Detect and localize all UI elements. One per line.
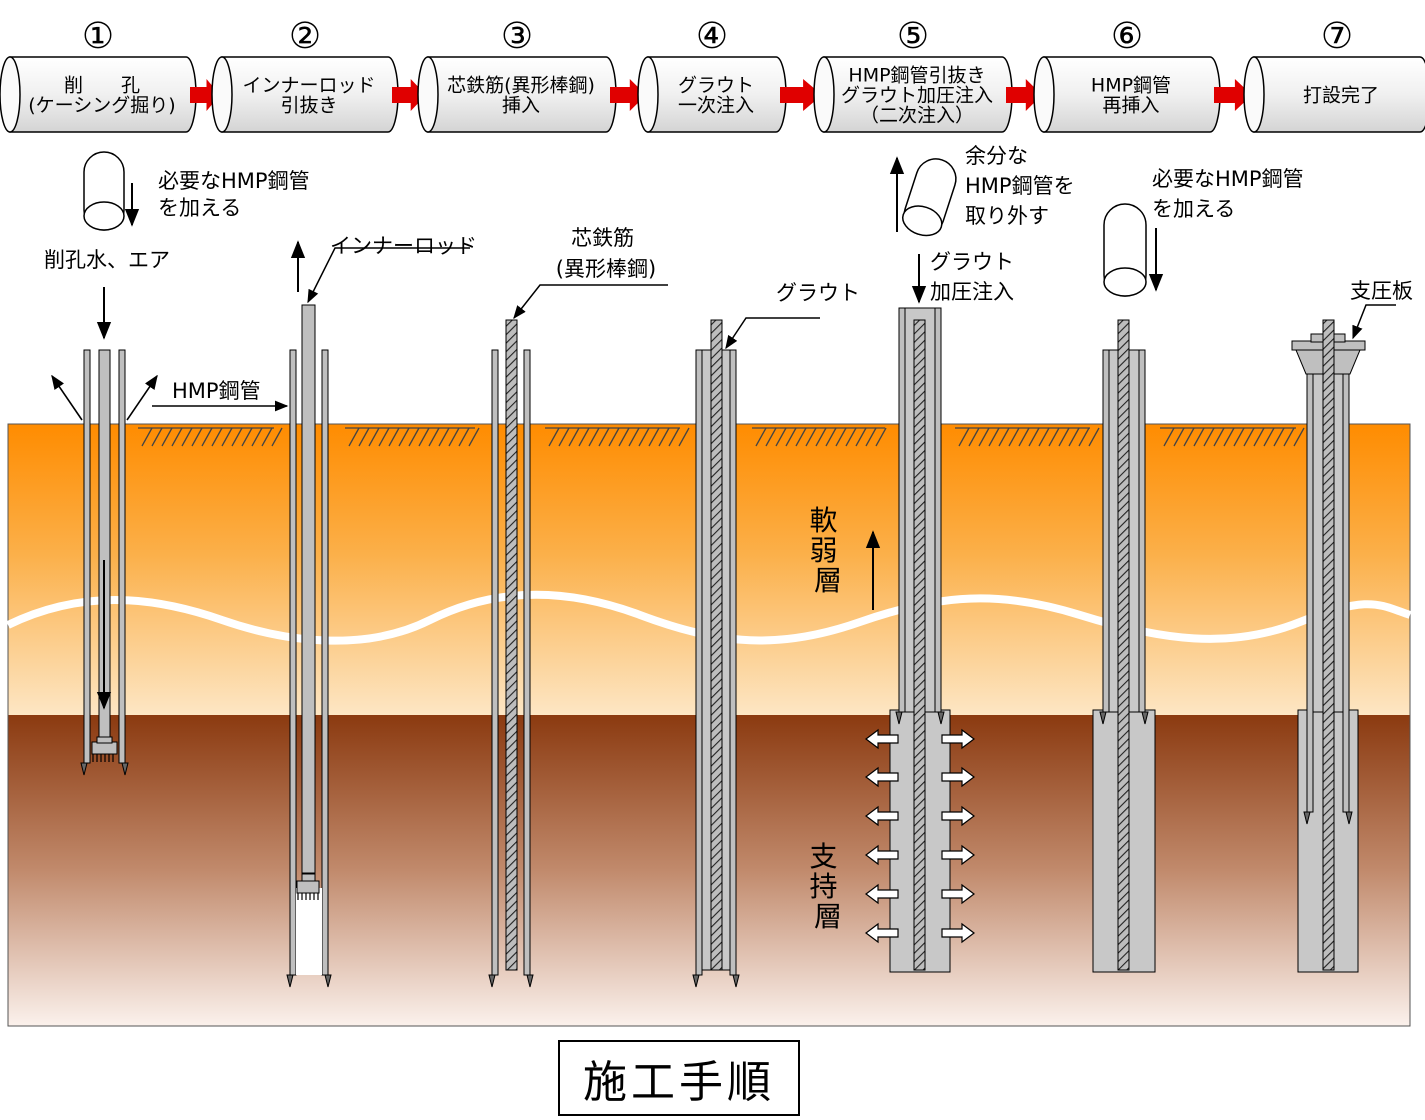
water-air-label: 削孔水、エア — [44, 248, 170, 272]
step-2: ② インナーロッド引抜き — [211, 16, 399, 133]
outward-arrow-left — [865, 805, 899, 827]
step-label: 打設完了 — [1303, 85, 1379, 107]
pipe-tip — [937, 711, 945, 725]
step-number: ② — [289, 16, 321, 57]
step-label: 芯鉄筋(異形棒鋼)挿入 — [447, 75, 595, 117]
pipe-tip — [286, 974, 294, 988]
step-cylinder-end — [211, 56, 233, 133]
flow-arrow — [610, 79, 646, 111]
step-number: ④ — [696, 16, 728, 57]
pressure-arrows — [865, 728, 975, 944]
pipe-tip — [692, 974, 700, 988]
step-cylinder-end — [637, 56, 659, 133]
step-label: HMP鋼管再挿入 — [1091, 75, 1171, 117]
hmp-pipe-label: HMP鋼管 — [172, 379, 261, 403]
pipe-tip — [1141, 711, 1149, 725]
step-number: ⑤ — [897, 16, 929, 57]
labels: 必要なHMP鋼管 を加える 削孔水、エア HMP鋼管 インナーロッド 芯鉄筋 (… — [44, 144, 1413, 933]
step-7: ⑦ 打設完了 — [1243, 16, 1425, 133]
outward-arrow-left — [865, 883, 899, 905]
pipe-tip — [121, 762, 129, 776]
step-5: ⑤ HMP鋼管引抜きグラウト加圧注入（二次注入） — [813, 16, 1013, 133]
pipe-tip — [1303, 811, 1311, 825]
outward-arrow-right — [941, 922, 975, 944]
column-2-inner-rod — [152, 240, 470, 976]
step-cylinder-end — [1243, 56, 1265, 133]
outward-arrow-right — [941, 805, 975, 827]
outward-arrow-right — [941, 766, 975, 788]
step-cylinder-end — [1033, 56, 1055, 133]
column-6-reinsert — [1092, 203, 1164, 973]
column-7-complete — [1291, 304, 1396, 973]
soft-layer-label: 軟 弱 層 — [810, 504, 847, 597]
pipe-tip — [488, 974, 496, 988]
flow-arrow — [1006, 79, 1042, 111]
removed-pipe — [902, 158, 957, 237]
outward-arrow-right — [941, 728, 975, 750]
step-number: ③ — [501, 16, 533, 57]
step-number: ⑦ — [1321, 16, 1353, 57]
flow-arrow — [780, 79, 822, 111]
core-rebar-label: 芯鉄筋 (異形棒鋼) — [556, 226, 656, 281]
title-box: 施工手順 — [558, 1040, 800, 1116]
grout-pressure-label: グラウト 加圧注入 — [930, 250, 1021, 304]
inner-rod-label: インナーロッド — [330, 234, 477, 258]
step-number: ① — [82, 16, 114, 57]
outward-arrow-right — [941, 844, 975, 866]
step-4: ④ グラウト一次注入 — [637, 16, 787, 133]
add-pipe-label-6: 必要なHMP鋼管 を加える — [1152, 167, 1310, 221]
page-title: 施工手順 — [583, 1057, 775, 1108]
pipe-tip — [324, 974, 332, 988]
bearing-layer-label: 支 持 層 — [810, 840, 847, 933]
remove-pipe-label: 余分な HMP鋼管を 取り外す — [965, 144, 1081, 228]
outward-arrow-left — [865, 728, 899, 750]
pipe-tip — [895, 711, 903, 725]
column-4-grout — [695, 317, 820, 976]
step-header: ① 削 孔(ケーシング掘り) ② インナーロッド引抜き ③ 芯鉄筋(異形棒鋼)挿入 ④ グラウ… — [0, 16, 1425, 133]
pipe-tips — [80, 711, 1353, 988]
ground-hatch-ticks — [141, 427, 1305, 447]
flow-arrow — [1214, 79, 1252, 111]
step-number: ⑥ — [1111, 16, 1143, 57]
outward-arrow-right — [941, 883, 975, 905]
step-3: ③ 芯鉄筋(異形棒鋼)挿入 — [417, 16, 617, 133]
pipe-tip — [1099, 711, 1107, 725]
step-label: インナーロッド引抜き — [242, 75, 375, 117]
outward-arrow-left — [865, 844, 899, 866]
break-line — [6, 590, 1412, 645]
step-label: 削 孔(ケーシング掘り) — [28, 75, 175, 117]
step-cylinder — [1253, 56, 1425, 133]
step-cylinder-end — [813, 56, 835, 133]
bearing-plate-label: 支圧板 — [1350, 279, 1413, 303]
column-5-pressure-grout — [865, 156, 975, 973]
grout-label: グラウト — [776, 281, 860, 305]
pipe-tip — [1345, 811, 1353, 825]
pipe-tip — [732, 974, 740, 988]
step-label: HMP鋼管引抜きグラウト加圧注入（二次注入） — [841, 65, 993, 127]
pipe-tip — [80, 762, 88, 776]
add-pipe-label-1: 必要なHMP鋼管 を加える — [158, 169, 316, 220]
step-label: グラウト一次注入 — [678, 75, 754, 117]
step-6: ⑥ HMP鋼管再挿入 — [1033, 16, 1221, 133]
step-cylinder-end — [0, 56, 21, 133]
step-cylinder-end — [417, 56, 439, 133]
outward-arrow-left — [865, 922, 899, 944]
pipe-tip — [526, 974, 534, 988]
step-1: ① 削 孔(ケーシング掘り) — [0, 16, 197, 133]
outward-arrow-left — [865, 766, 899, 788]
